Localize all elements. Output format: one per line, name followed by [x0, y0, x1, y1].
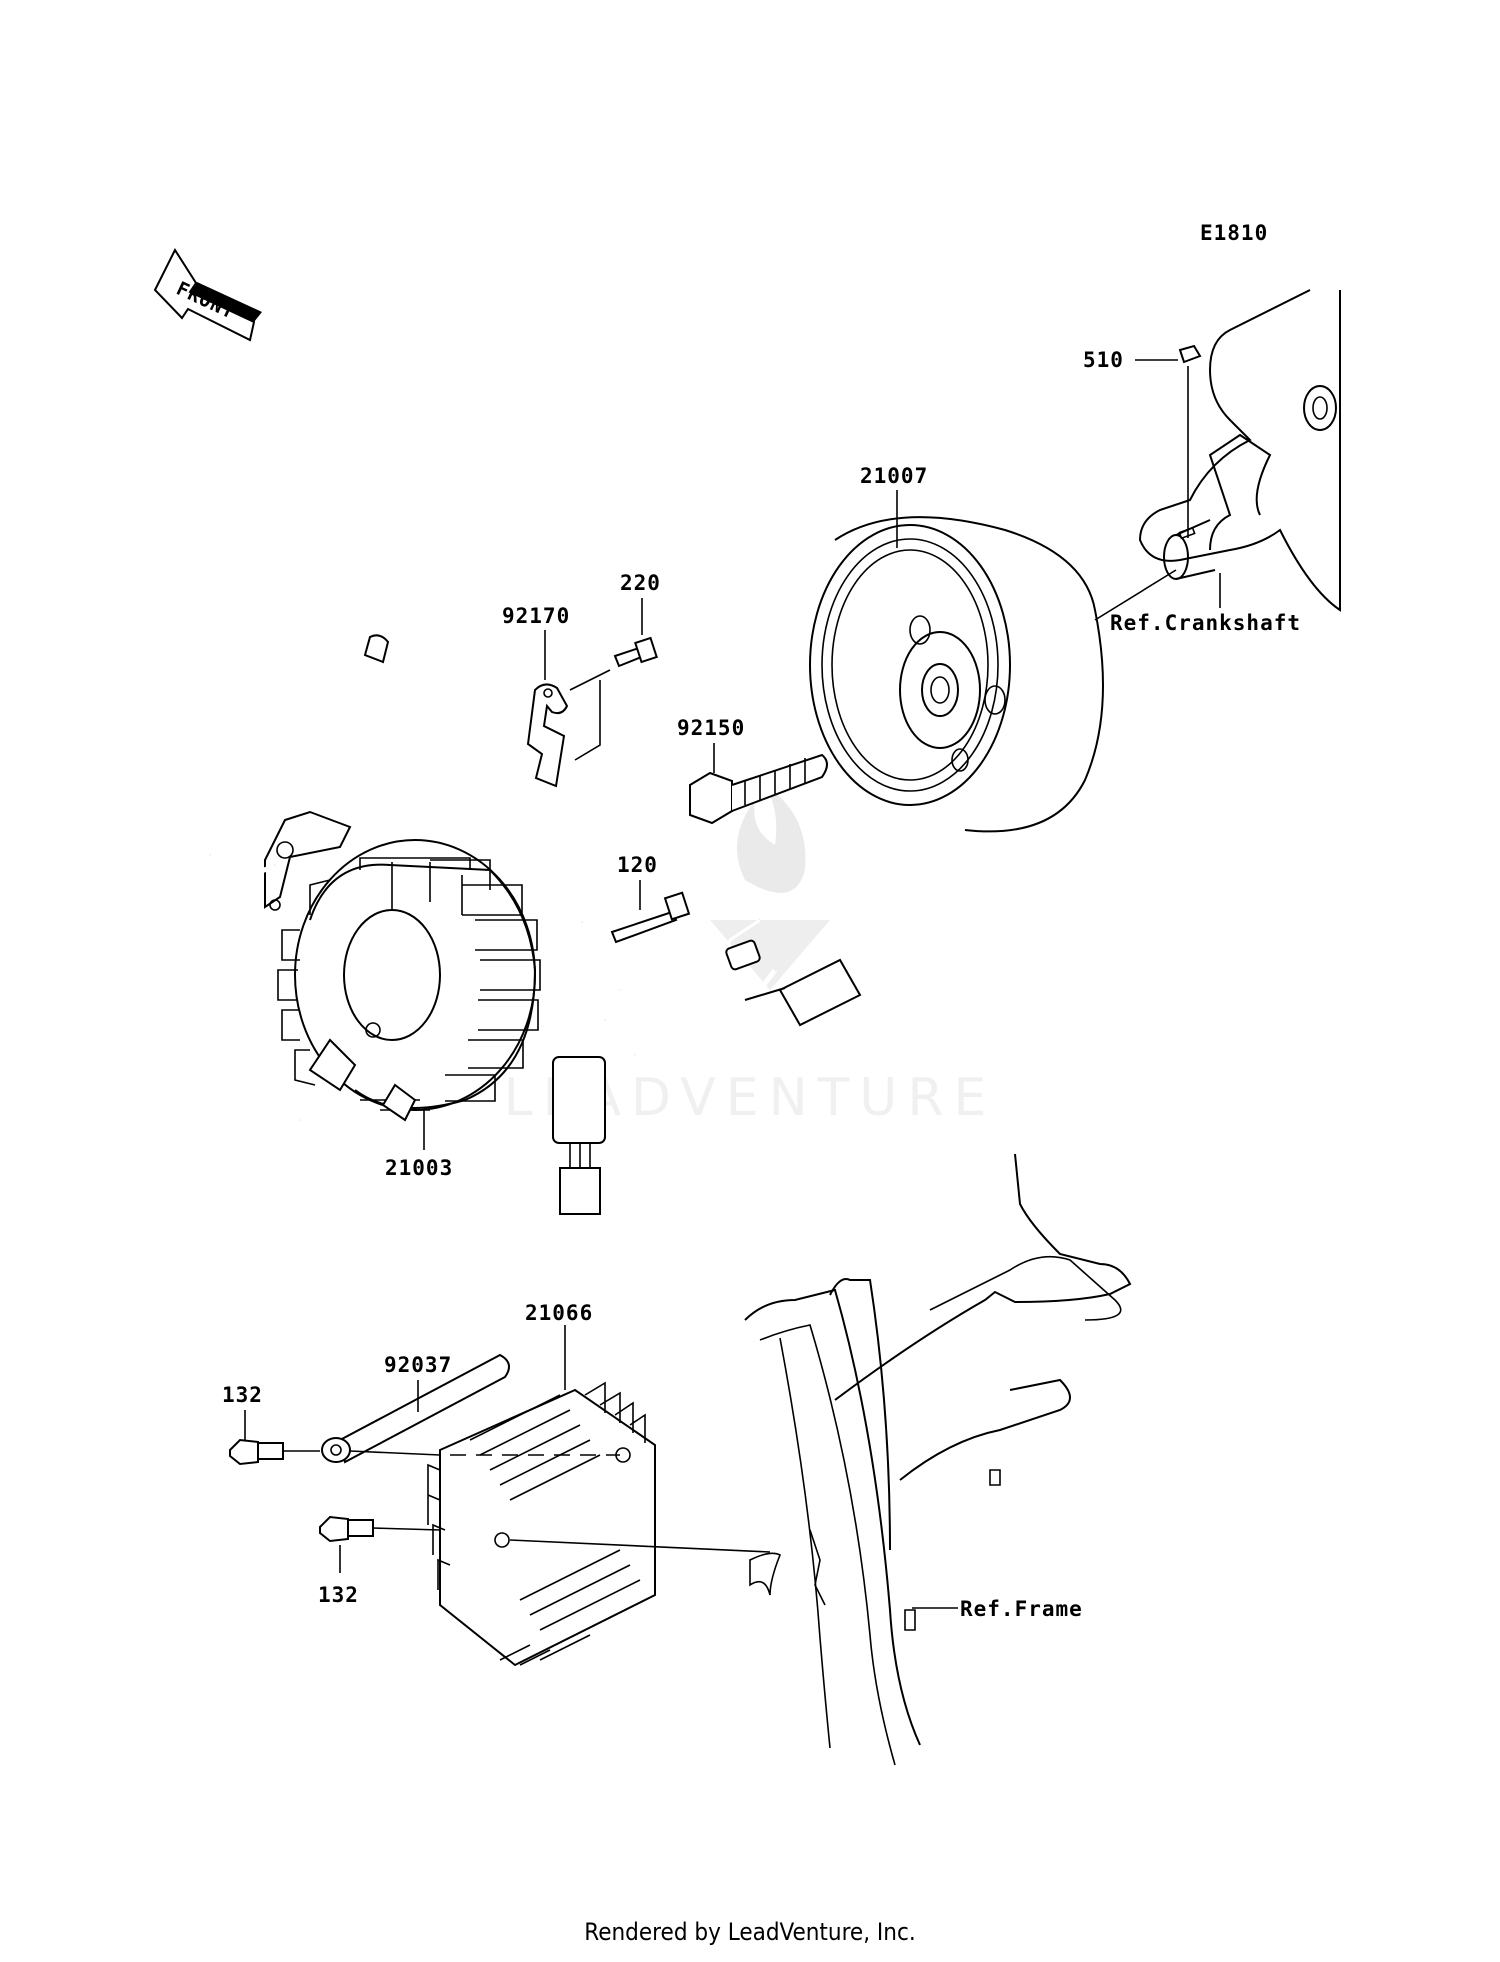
- wire-clamp: [526, 683, 569, 788]
- callout-21007: 21007: [860, 464, 928, 488]
- callout-220: 220: [620, 571, 661, 595]
- ref-frame-label: Ref.Frame: [960, 1597, 1083, 1621]
- footer-credit: Rendered by LeadVenture, Inc.: [584, 1918, 916, 1946]
- frame-ref: [744, 1153, 1132, 1766]
- callout-510: 510: [1083, 348, 1124, 372]
- stator-screw: [610, 891, 691, 944]
- callout-92170: 92170: [502, 604, 570, 628]
- flywheel-rotor: [809, 516, 1104, 833]
- regulator-bolt-upper: [229, 1438, 284, 1466]
- stator-coil: [147, 634, 862, 1215]
- regulator-bolt-lower: [319, 1515, 374, 1543]
- callout-132-lower: 132: [318, 1583, 359, 1607]
- ref-crankshaft-label: Ref.Crankshaft: [1110, 611, 1301, 635]
- crankshaft-ref: [1138, 289, 1341, 612]
- clamp-screw: [613, 636, 658, 668]
- callout-120: 120: [617, 853, 658, 877]
- callout-21003: 21003: [385, 1156, 453, 1180]
- callout-21066: 21066: [525, 1301, 593, 1325]
- diagram-code: E1810: [1200, 221, 1268, 245]
- regulator-collar: [321, 1353, 510, 1464]
- callout-132-upper: 132: [222, 1383, 263, 1407]
- callout-92037: 92037: [384, 1353, 452, 1377]
- flywheel-bolt: [689, 753, 828, 825]
- callout-92150: 92150: [677, 716, 745, 740]
- front-arrow-icon: FRONT: [153, 247, 262, 342]
- regulator-rectifier: [427, 1381, 656, 1667]
